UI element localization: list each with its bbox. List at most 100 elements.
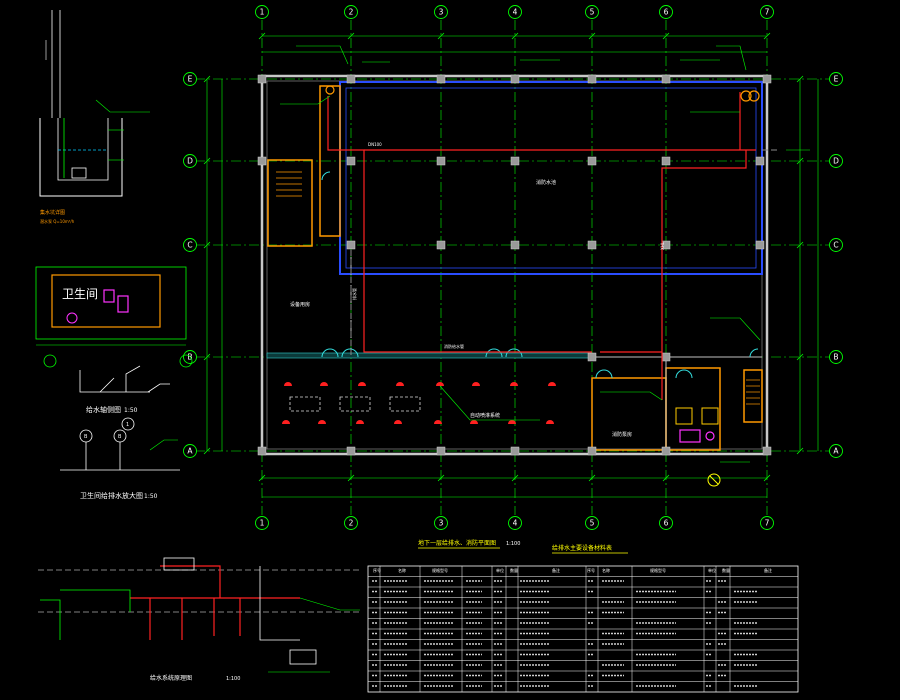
system-scale: 1:100 xyxy=(226,676,240,682)
table-header-6: 备注 xyxy=(552,567,560,573)
grid-bubble-right-A: A xyxy=(829,444,843,458)
plan-title-block: 地下一层给排水、消防平面图 1:100 xyxy=(418,539,520,549)
axon-bubble-2: B xyxy=(118,434,122,440)
structural-columns xyxy=(257,74,772,456)
table-header-9: 规格型号 xyxy=(650,567,666,573)
table-header-7: 序号 xyxy=(587,567,595,573)
red-fire-pipe xyxy=(327,92,756,400)
svg-text:4: 4 xyxy=(513,519,518,528)
pipe-tag-xhl: XHL xyxy=(660,241,665,250)
svg-text:3: 3 xyxy=(439,8,444,17)
gray-pipe-label: 排水管 xyxy=(351,288,357,300)
svg-text:E: E xyxy=(188,75,193,84)
svg-text:3: 3 xyxy=(439,519,444,528)
svg-text:B: B xyxy=(187,353,192,362)
sump-note-1: 集水坑详图 xyxy=(40,209,65,216)
svg-text:2: 2 xyxy=(349,519,354,528)
grid-bubble-right-B: B xyxy=(829,350,843,364)
svg-text:B: B xyxy=(833,353,838,362)
cyan-doors xyxy=(321,171,759,379)
sprinkler-head xyxy=(436,382,444,386)
grid-bubble-left-A: A xyxy=(183,444,197,458)
supply-axonometric xyxy=(79,365,170,393)
plan-title: 地下一层给排水、消防平面图 xyxy=(418,539,496,547)
grid-bubble-bottom-1: 1 xyxy=(255,516,269,530)
equipment-room-label: 设备用房 xyxy=(290,301,310,308)
svg-text:A: A xyxy=(187,447,193,456)
sump-note-2: 潜水泵 Q=10m³/h xyxy=(40,218,75,224)
grid-bubble-top-2: 2 xyxy=(344,5,358,19)
svg-text:1: 1 xyxy=(260,519,265,528)
equipment-table xyxy=(367,565,799,693)
sprinkler-head xyxy=(472,382,480,386)
sprinkler-head xyxy=(434,420,442,424)
grid-bubble-bottom-7: 7 xyxy=(760,516,774,530)
sprinkler-head xyxy=(282,420,290,424)
svg-text:5: 5 xyxy=(590,8,595,17)
table-header-8: 名称 xyxy=(602,567,610,573)
drain-axonometric xyxy=(60,417,180,471)
system-title: 给水系统原理图 xyxy=(150,674,192,682)
grid-bubble-bottom-5: 5 xyxy=(585,516,599,530)
grid-bubble-right-E: E xyxy=(829,72,843,86)
hall-label: 消防水池 xyxy=(536,179,556,186)
grid-bubble-left-E: E xyxy=(183,72,197,86)
equipment-table-headers: 序号 名称 规格型号 单位 数量 备注 序号 名称 规格型号 单位 数量 备注 xyxy=(373,567,772,573)
pipe-tags: DN100 XHL 消防给水管 排水管 xyxy=(351,142,665,349)
drain-axon-scale: 1:50 xyxy=(144,493,158,500)
dimension-ticks xyxy=(203,32,804,482)
table-header-2: 名称 xyxy=(398,567,406,573)
sprinkler-head xyxy=(358,382,366,386)
svg-text:D: D xyxy=(833,157,839,166)
svg-text:7: 7 xyxy=(765,519,770,528)
grid-bubble-top-6: 6 xyxy=(659,5,673,19)
sprinkler-head xyxy=(508,420,516,424)
axon-bubble-3: 1 xyxy=(126,422,129,428)
grid-column-lines xyxy=(261,20,768,515)
grid-bubble-top-7: 7 xyxy=(760,5,774,19)
pipe-label-fire: 消防给水管 xyxy=(444,343,464,349)
svg-text:7: 7 xyxy=(765,8,770,17)
svg-text:5: 5 xyxy=(590,519,595,528)
sprinkler-head xyxy=(470,420,478,424)
toilet-detail xyxy=(35,266,193,368)
drain-axon-title: 卫生间给排水放大图 xyxy=(80,491,143,500)
grid-bubble-bottom-2: 2 xyxy=(344,516,358,530)
grid-bubble-right-C: C xyxy=(829,238,843,252)
grid-bubble-bottom-6: 6 xyxy=(659,516,673,530)
toilet-label: 卫生间 xyxy=(62,287,98,301)
pump-equipment xyxy=(325,85,760,487)
leader-lines xyxy=(280,45,810,463)
sprinkler-head xyxy=(510,382,518,386)
sprinkler-head xyxy=(548,382,556,386)
grid-bubble-bottom-4: 4 xyxy=(508,516,522,530)
grid-bubble-left-C: C xyxy=(183,238,197,252)
grid-bubble-bottom-3: 3 xyxy=(434,516,448,530)
dimension-lines xyxy=(206,35,819,498)
pipe-tag-dn100: DN100 xyxy=(368,142,382,147)
sprinkler-head xyxy=(320,382,328,386)
stair-treads xyxy=(276,171,760,405)
svg-text:C: C xyxy=(187,241,192,250)
sprinkler-head xyxy=(356,420,364,424)
svg-text:D: D xyxy=(187,157,193,166)
sprinkler-head xyxy=(546,420,554,424)
grid-bubble-left-D: D xyxy=(183,154,197,168)
grid-bubble-top-3: 3 xyxy=(434,5,448,19)
system-diagram xyxy=(38,557,360,673)
grid-row-bubbles-right: E D C B A xyxy=(829,72,843,458)
svg-text:2: 2 xyxy=(349,8,354,17)
sprinkler-note: 自动喷淋系统 xyxy=(470,412,500,419)
sprinkler-head xyxy=(396,382,404,386)
sprinkler-head xyxy=(394,420,402,424)
grid-bubble-top-4: 4 xyxy=(508,5,522,19)
sprinkler-head xyxy=(284,382,292,386)
plan-scale: 1:100 xyxy=(506,541,520,547)
supply-axon-scale: 1:50 xyxy=(124,407,138,414)
building-walls xyxy=(260,74,769,456)
gray-drain-pipe xyxy=(350,149,780,357)
svg-text:6: 6 xyxy=(664,519,669,528)
sprinkler-head xyxy=(318,420,326,424)
